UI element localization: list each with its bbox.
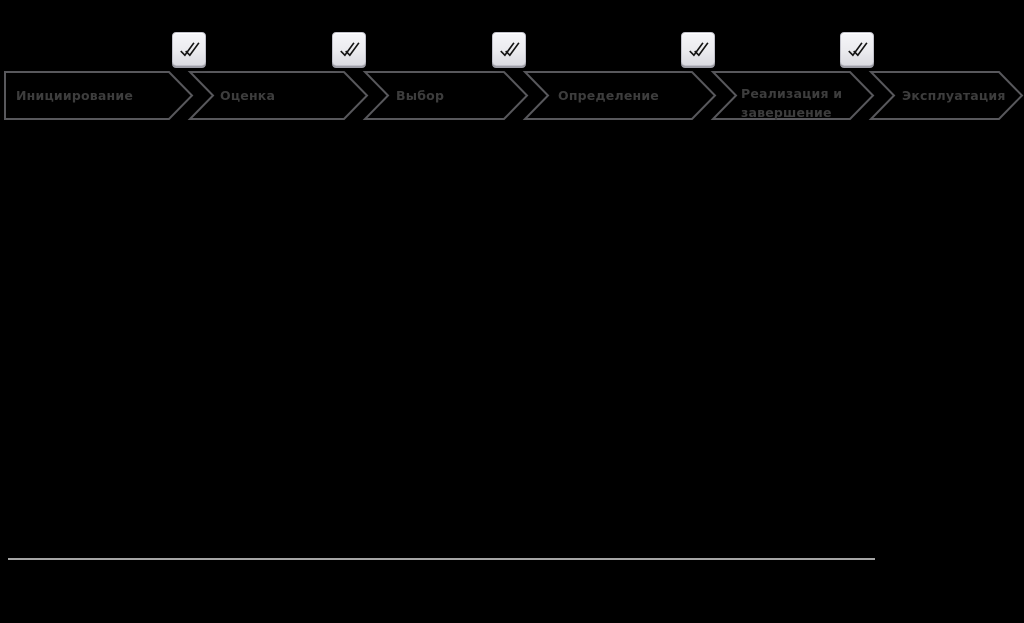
stage-label-selection: Выбор: [396, 88, 445, 103]
stage-label-evaluation: Оценка: [220, 88, 276, 103]
stage-chevron-selection: [362, 71, 529, 120]
stage-chevron-operation: [868, 71, 1024, 120]
footer-divider-line: [8, 558, 875, 560]
stage-label-execution: Реализация и завершение: [741, 85, 843, 120]
stage-chevron-definition: [522, 71, 717, 120]
stage-label-operation: Эксплуатация: [902, 88, 1006, 103]
stage-label-initiation: Инициирование: [16, 88, 133, 103]
process-flow-chevrons: [4, 71, 1024, 120]
double-check-icon: [840, 32, 874, 66]
double-check-icon: [332, 32, 366, 66]
stage-label-definition: Определение: [558, 88, 659, 103]
stage-chevron-initiation: [4, 71, 194, 120]
stage-chevron-execution: [710, 71, 875, 120]
double-check-icon: [492, 32, 526, 66]
stage-chevron-evaluation: [187, 71, 369, 120]
double-check-icon: [172, 32, 206, 66]
double-check-icon: [681, 32, 715, 66]
